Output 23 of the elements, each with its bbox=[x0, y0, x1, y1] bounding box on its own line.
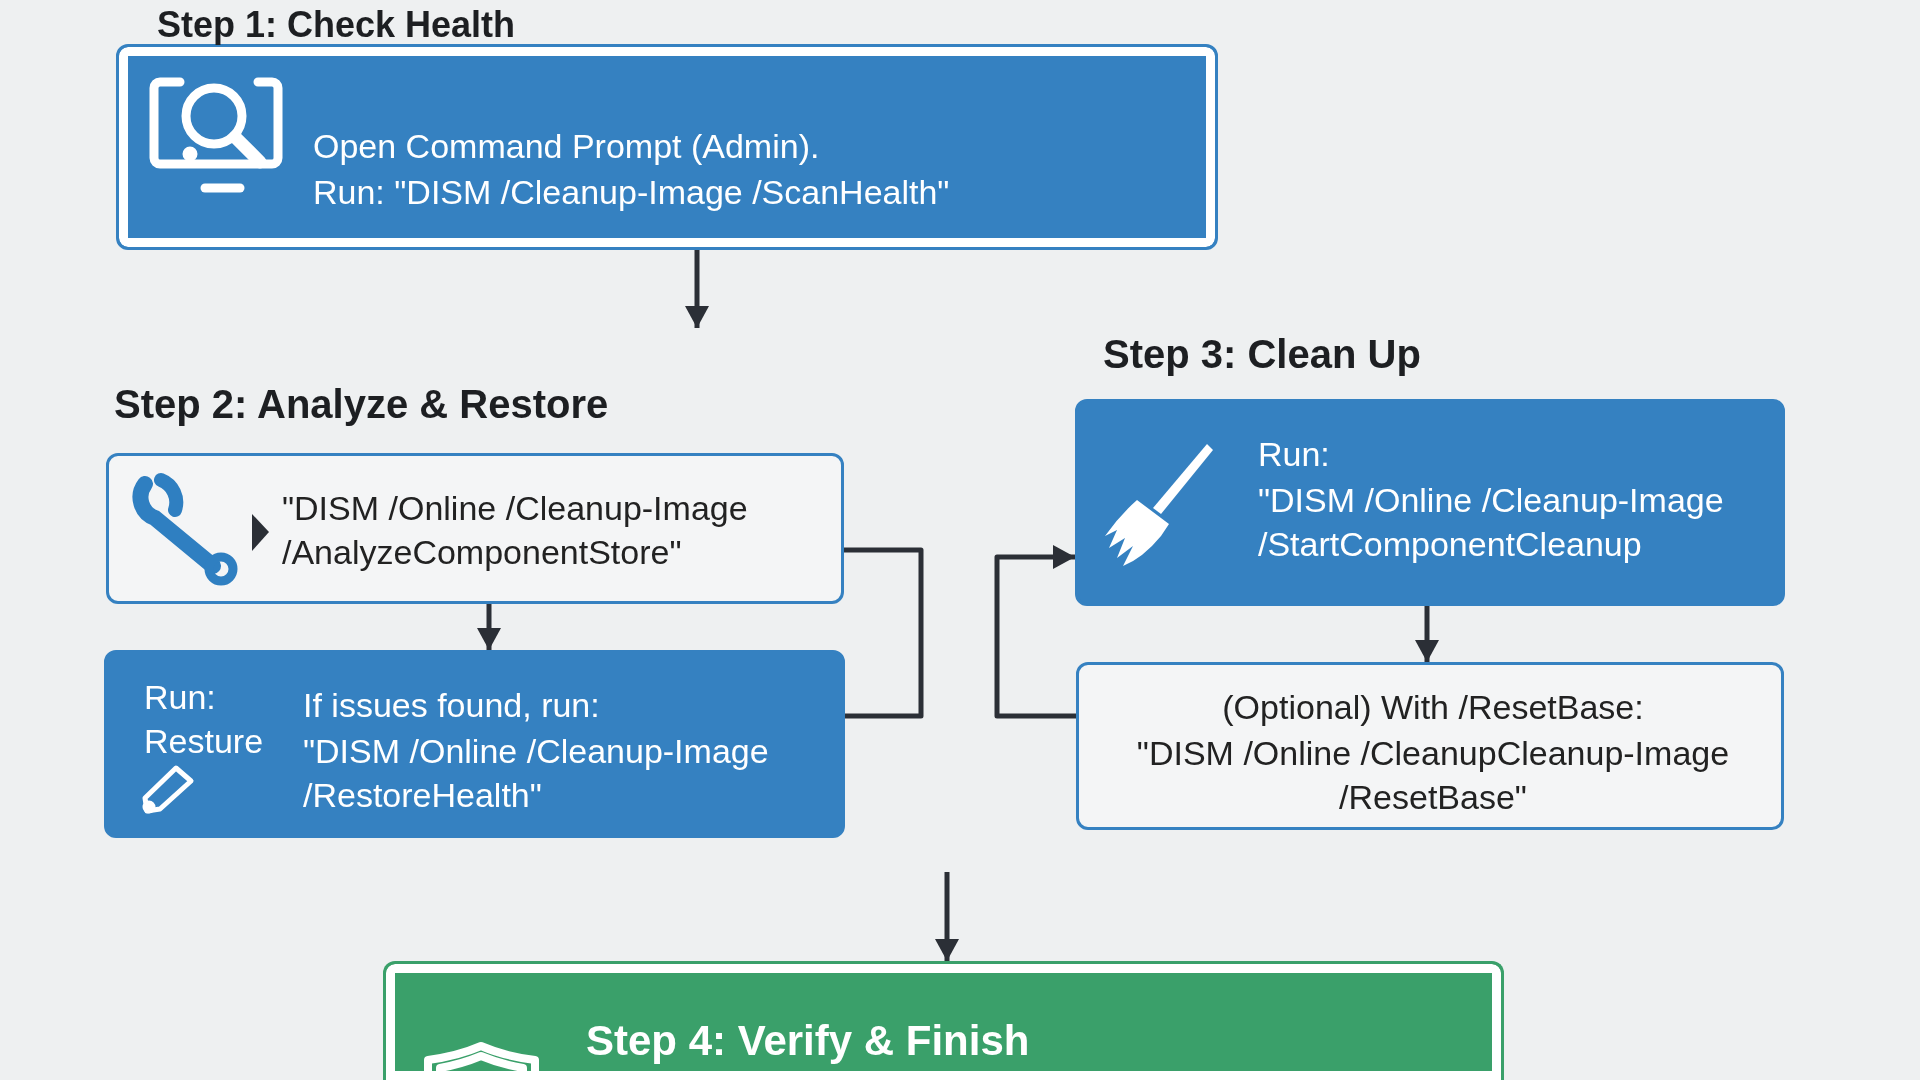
step-heading: Step 3: Clean Up bbox=[1103, 331, 1421, 378]
step-text: "DISM /Online /Cleanup-Image /StartComponentCleanup bbox=[1258, 480, 1725, 566]
arrow bbox=[477, 604, 501, 650]
step-text: (Optional) With /ResetBase: bbox=[1221, 687, 1645, 728]
step-heading: Step 2: Analyze & Restore bbox=[114, 381, 609, 428]
step-box bbox=[1076, 662, 1784, 830]
step-text: Run: Resture bbox=[144, 677, 265, 763]
step-card bbox=[104, 650, 845, 838]
step-text: Run: "DISM /Cleanup-Image /ScanHealth" bbox=[313, 172, 951, 213]
step-text: "DISM /Online /Cleanup-Image /RestoreHealth" bbox=[303, 731, 770, 817]
step-text: Open Command Prompt (Admin). bbox=[313, 126, 821, 167]
step-card bbox=[383, 961, 1504, 1080]
connector-line bbox=[844, 547, 924, 719]
step-text: "DISM /Online /CleanupCleanup-Image /ResetBase" bbox=[1135, 733, 1731, 819]
step-heading: Step 4: Verify & Finish bbox=[586, 1016, 1030, 1066]
step-heading: Step 1: Check Health bbox=[157, 3, 516, 47]
arrow bbox=[935, 872, 959, 961]
step-text: If issues found, run: bbox=[303, 685, 601, 726]
arrow bbox=[685, 250, 709, 328]
arrow bbox=[1415, 606, 1439, 662]
arrow bbox=[994, 545, 1076, 719]
step-text: Run: bbox=[1258, 434, 1331, 475]
step-text: "DISM /Online /Cleanup-Image /AnalyzeComponentStore" bbox=[282, 488, 749, 574]
